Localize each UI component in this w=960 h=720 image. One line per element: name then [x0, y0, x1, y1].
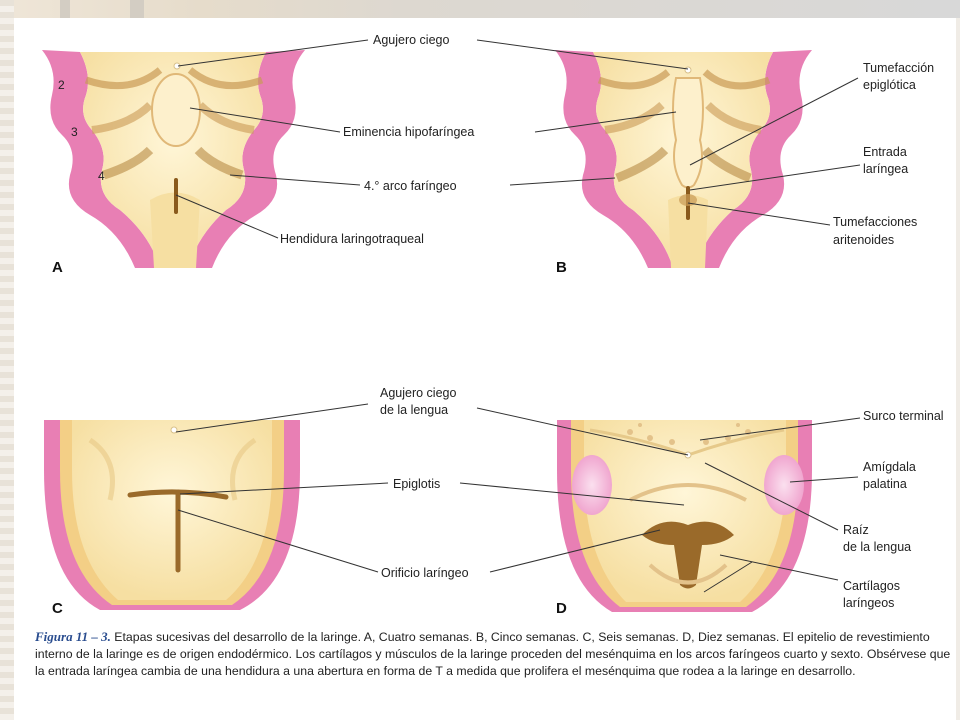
- label-tumefaccion-1: Tumefacción: [863, 61, 934, 75]
- label-aritenoides-1: Tumefacciones: [833, 215, 917, 229]
- arch-number-2: 2: [58, 78, 65, 92]
- label-raiz-1: Raíz: [843, 523, 869, 537]
- label-entrada-2: laríngea: [863, 162, 908, 176]
- label-agujero-lengua-1: Agujero ciego: [380, 386, 456, 400]
- label-aritenoides-2: aritenoides: [833, 233, 894, 247]
- label-cuarto-arco: 4.° arco faríngeo: [364, 179, 457, 193]
- panel-label-b: B: [556, 259, 567, 276]
- label-agujero-ciego: Agujero ciego: [373, 33, 449, 47]
- slide-frame-left: [0, 0, 14, 720]
- panel-a-drawing: [42, 50, 305, 270]
- panel-b-drawing: [555, 50, 812, 268]
- label-hendidura: Hendidura laringotraqueal: [280, 232, 424, 246]
- label-raiz-2: de la lengua: [843, 540, 911, 554]
- figure-caption: Figura 11 – 3. Etapas sucesivas del desa…: [35, 628, 955, 680]
- label-cartilagos-2: laríngeos: [843, 596, 894, 610]
- label-tumefaccion-2: epiglótica: [863, 78, 916, 92]
- panel-label-d: D: [556, 600, 567, 617]
- label-eminencia-hipofaringea: Eminencia hipofaríngea: [343, 125, 474, 139]
- label-surco: Surco terminal: [863, 409, 944, 423]
- caption-text: Etapas sucesivas del desarrollo de la la…: [35, 630, 951, 678]
- caption-figure-label: Figura 11 – 3.: [35, 629, 111, 644]
- label-epiglotis: Epiglotis: [393, 477, 440, 491]
- frame-stripe: [60, 0, 70, 18]
- panel-label-c: C: [52, 600, 63, 617]
- panel-c-drawing: [44, 420, 300, 610]
- larynx-figure: 2 3 4 A B C: [42, 33, 944, 617]
- label-amigdala-2: palatina: [863, 477, 907, 491]
- label-entrada-1: Entrada: [863, 145, 907, 159]
- figure-page: 2 3 4 A B C: [14, 18, 956, 720]
- arch-number-3: 3: [71, 125, 78, 139]
- arch-number-4: 4: [98, 169, 105, 183]
- label-agujero-lengua-2: de la lengua: [380, 403, 448, 417]
- label-amigdala-1: Amígdala: [863, 460, 916, 474]
- label-orificio: Orificio laríngeo: [381, 566, 469, 580]
- leader-lines: [175, 39, 861, 593]
- frame-stripe: [130, 0, 144, 18]
- slide-frame-top: [0, 0, 960, 18]
- panel-d-drawing: [557, 420, 812, 612]
- label-cartilagos-1: Cartílagos: [843, 579, 900, 593]
- panel-label-a: A: [52, 259, 63, 276]
